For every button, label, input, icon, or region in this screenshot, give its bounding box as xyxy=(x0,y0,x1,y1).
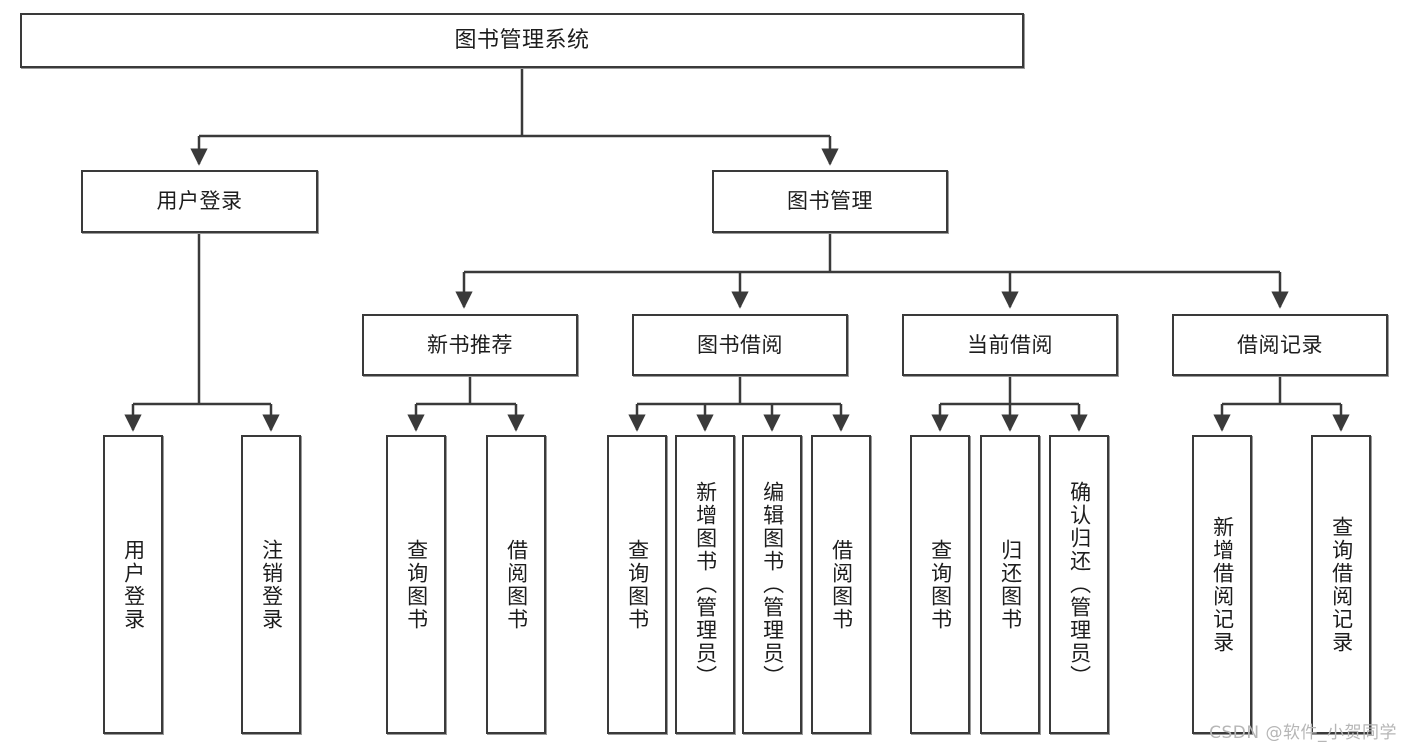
node-user-login[interactable]: 用户登录 xyxy=(81,170,318,233)
node-label: 查询图书 xyxy=(928,538,953,631)
node-label: 新增借阅记录 xyxy=(1210,515,1235,654)
node-new-book-recommend[interactable]: 新书推荐 xyxy=(362,314,578,376)
node-label: 新书推荐 xyxy=(427,332,513,357)
node-label: 确认归还（管理员） xyxy=(1067,481,1092,688)
csdn-watermark: CSDN @软件_小贺同学 xyxy=(1209,723,1397,743)
node-label: 查询图书 xyxy=(404,538,429,631)
node-label: 注销登录 xyxy=(259,538,284,631)
node-leaf-return-book[interactable]: 归还图书 xyxy=(980,435,1040,734)
node-leaf-edit-book-admin[interactable]: 编辑图书（管理员） xyxy=(742,435,802,734)
node-leaf-borrow-book-recommend[interactable]: 借阅图书 xyxy=(486,435,546,734)
node-label: 图书管理 xyxy=(787,189,873,214)
node-book-management[interactable]: 图书管理 xyxy=(712,170,948,233)
node-label: 新增图书（管理员） xyxy=(693,481,718,688)
node-label: 借阅图书 xyxy=(829,538,854,631)
node-label: 用户登录 xyxy=(156,189,243,214)
node-leaf-query-borrow-record[interactable]: 查询借阅记录 xyxy=(1311,435,1371,734)
node-leaf-add-borrow-record[interactable]: 新增借阅记录 xyxy=(1192,435,1252,734)
node-label: 编辑图书（管理员） xyxy=(760,481,785,688)
node-root-system[interactable]: 图书管理系统 xyxy=(20,13,1024,68)
node-label: 借阅图书 xyxy=(504,538,529,631)
node-label: 图书借阅 xyxy=(697,332,783,357)
node-leaf-query-book-current[interactable]: 查询图书 xyxy=(910,435,970,734)
node-leaf-logout[interactable]: 注销登录 xyxy=(241,435,301,734)
node-label: 用户登录 xyxy=(121,538,146,631)
node-leaf-add-book-admin[interactable]: 新增图书（管理员） xyxy=(675,435,735,734)
node-label: 图书管理系统 xyxy=(454,27,590,53)
node-leaf-confirm-return-admin[interactable]: 确认归还（管理员） xyxy=(1049,435,1109,734)
node-label: 归还图书 xyxy=(998,538,1023,631)
node-leaf-query-book[interactable]: 查询图书 xyxy=(607,435,667,734)
node-label: 当前借阅 xyxy=(967,332,1053,357)
node-label: 借阅记录 xyxy=(1237,332,1323,357)
node-borrow-record[interactable]: 借阅记录 xyxy=(1172,314,1388,376)
node-leaf-user-login[interactable]: 用户登录 xyxy=(103,435,163,734)
node-leaf-borrow-book[interactable]: 借阅图书 xyxy=(811,435,871,734)
node-leaf-query-book-recommend[interactable]: 查询图书 xyxy=(386,435,446,734)
node-label: 查询借阅记录 xyxy=(1329,515,1354,654)
node-label: 查询图书 xyxy=(625,538,650,631)
node-book-borrow[interactable]: 图书借阅 xyxy=(632,314,848,376)
node-current-borrow[interactable]: 当前借阅 xyxy=(902,314,1118,376)
